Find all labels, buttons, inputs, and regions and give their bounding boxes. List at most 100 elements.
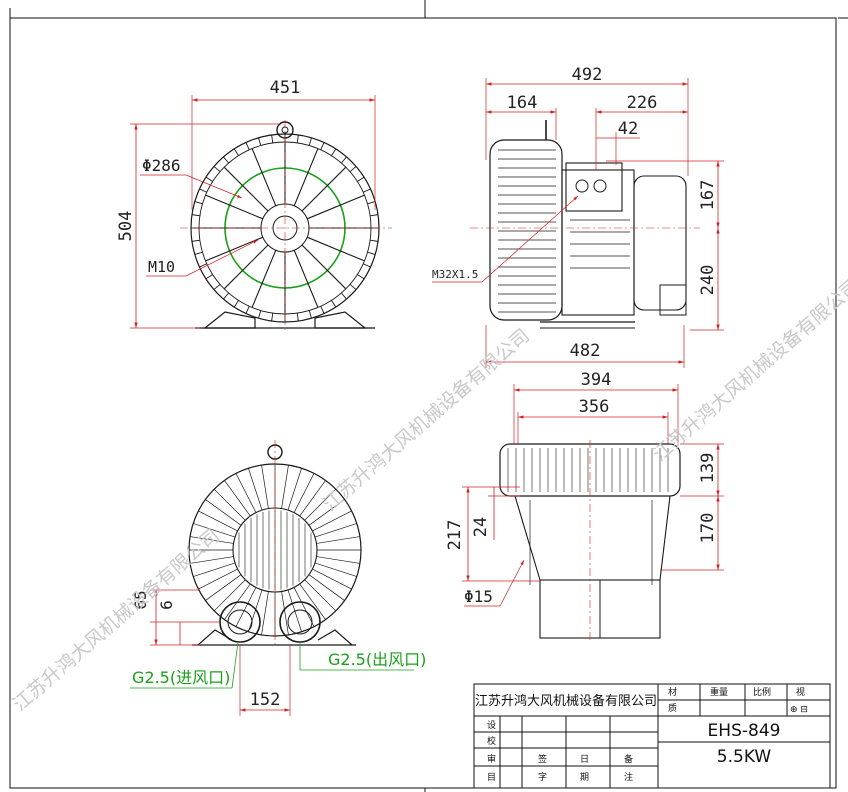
drawing-line	[340, 292, 347, 300]
title-block	[473, 683, 831, 789]
drawing-line	[199, 263, 207, 268]
drawing-line	[306, 194, 365, 220]
drawing-line	[314, 562, 357, 577]
drawing-line	[301, 244, 347, 290]
drawing-line	[299, 480, 326, 517]
drawing-line	[296, 313, 299, 322]
drawing-line	[205, 236, 264, 262]
drawing-line	[301, 166, 347, 212]
dim-top-hole: Φ15	[464, 587, 493, 606]
bottom-label-0: 目	[487, 772, 496, 783]
dim-top-outer: 394	[581, 370, 612, 390]
watermark-left: 江苏升鸿大风机械设备有限公司	[9, 525, 224, 716]
drawing-line	[191, 214, 200, 217]
side-view: 492 164 226 42 167 240 482 M32X1.5	[432, 65, 724, 368]
mid-label-0: 签	[538, 753, 547, 765]
dim-front-diameter: Φ286	[142, 156, 181, 175]
drawing-line	[261, 591, 269, 635]
drawing-line	[261, 465, 269, 509]
title-col-material: 材	[668, 686, 677, 698]
drawing-line	[340, 156, 347, 164]
drawing-line	[223, 244, 269, 290]
dim-side-total: 492	[572, 65, 603, 85]
drawing-line	[316, 556, 360, 564]
dim-rear-spacing: 152	[250, 690, 281, 710]
drawing-line	[363, 263, 371, 268]
dim-rear-h1: 65	[131, 590, 150, 609]
drawing-line	[314, 523, 357, 538]
drawing-line	[320, 306, 325, 314]
dim-top-lower: 170	[698, 513, 718, 544]
drawing-line	[248, 468, 263, 511]
bottom-label-3: 注	[624, 771, 633, 783]
drawing-line	[293, 249, 319, 308]
mid-label-2: 备	[624, 753, 633, 765]
dim-front-bolt: M10	[148, 258, 175, 276]
drawing-line	[213, 488, 246, 521]
drawing-line	[331, 148, 337, 156]
dim-side-small: 42	[618, 119, 638, 139]
drawing-line	[312, 510, 352, 532]
drawing-line	[308, 137, 312, 146]
title-block-text: 江苏升鸿大风机械设备有限公司 材 重量 比例 视 质 ⊕ ⊟ EHS-849 5…	[475, 686, 808, 783]
drawing-line	[308, 574, 345, 601]
dim-rear-h2: 6	[157, 600, 176, 610]
drawing-line	[370, 239, 379, 242]
drawing-line	[281, 465, 289, 509]
drawing-line	[293, 587, 315, 627]
drawing-line	[370, 214, 379, 217]
dim-side-lower: 240	[698, 265, 718, 296]
inlet-label: G2.5(进风口)	[132, 668, 230, 687]
mid-label-1: 日	[580, 754, 589, 765]
drawing-border	[9, 0, 848, 792]
drawing-line	[191, 239, 200, 242]
drawing-line	[304, 579, 337, 612]
drawing-line	[357, 176, 365, 182]
drawing-line	[194, 251, 203, 255]
drawing-line	[245, 142, 250, 150]
rear-view: 65 6 G2.5(进风口) G2.5(出风口) 152	[130, 440, 426, 716]
outlet-port	[279, 601, 321, 643]
drawing-line	[251, 249, 277, 308]
drawing-line	[223, 156, 230, 164]
drawing-line	[367, 251, 376, 255]
drawing-line	[193, 523, 236, 538]
drawing-line	[223, 292, 230, 300]
drawing-line	[363, 188, 371, 193]
row-check: 校	[487, 735, 496, 747]
drawing-line	[271, 313, 274, 322]
drawing-line	[224, 480, 251, 517]
drawing-line	[293, 473, 315, 513]
dim-top-inner: 356	[579, 397, 610, 417]
bottom-label-1: 字	[538, 771, 547, 783]
dim-front-width: 451	[270, 78, 301, 98]
drawing-line	[248, 589, 263, 632]
drawing-line	[367, 201, 376, 205]
dim-side-left: 164	[507, 93, 538, 113]
title-col-quality: 质	[668, 702, 677, 714]
front-view: 451 504 Φ286 M10	[116, 78, 392, 330]
title-col-view: 视	[796, 686, 805, 698]
drawing-line	[223, 166, 269, 212]
title-col-scale: 比例	[753, 686, 771, 698]
motor-power: 5.5KW	[717, 747, 772, 767]
title-col-weight: 重量	[710, 686, 728, 698]
watermarks: 江苏升鸿大风机械设备有限公司 江苏升鸿大风机械设备有限公司 江苏升鸿大风机械设备…	[9, 275, 848, 716]
row-design: 设	[487, 720, 496, 731]
drawing-line	[205, 574, 242, 601]
drawing-line	[296, 134, 299, 143]
projection-symbol: ⊕ ⊟	[790, 705, 808, 715]
drawing-line	[251, 148, 277, 207]
drawing-line	[198, 568, 238, 590]
drawing-line	[281, 591, 289, 635]
drawing-line	[349, 283, 357, 290]
drawing-line	[271, 134, 274, 143]
drawing-line	[205, 176, 213, 182]
drawing-line	[308, 499, 345, 526]
dim-top-upper: 139	[698, 453, 718, 484]
drawing-line	[312, 568, 352, 590]
dim-side-right: 226	[627, 93, 658, 113]
drawing-line	[213, 166, 221, 173]
dim-front-height: 504	[116, 211, 136, 242]
